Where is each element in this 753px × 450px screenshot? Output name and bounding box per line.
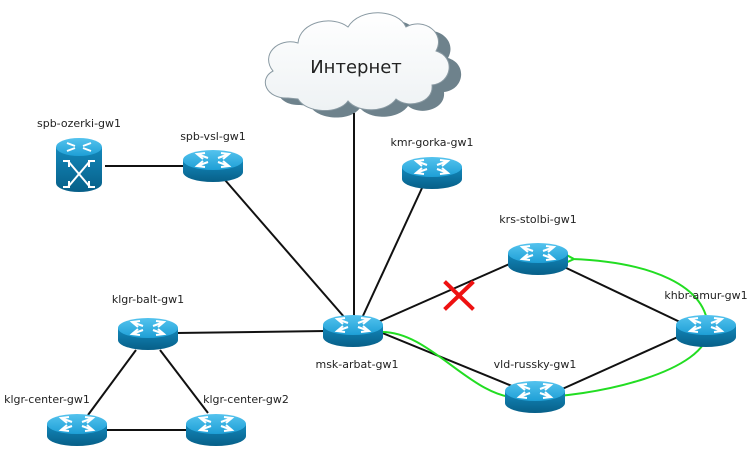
link-klgr-balt-klgr-center-gw2 xyxy=(159,349,209,414)
node-label: spb-ozerki-gw1 xyxy=(37,117,121,130)
node-label: khbr-amur-gw1 xyxy=(664,289,747,302)
node-vld-russky-gw1[interactable]: vld-russky-gw1 xyxy=(494,358,577,414)
router-icon xyxy=(675,314,737,348)
node-label: klgr-center-gw1 xyxy=(4,393,90,406)
links xyxy=(87,113,681,431)
node-label: klgr-balt-gw1 xyxy=(112,293,184,306)
router-icon xyxy=(504,380,566,414)
node-label: krs-stolbi-gw1 xyxy=(499,213,576,226)
router-icon xyxy=(322,314,384,348)
node-label: msk-arbat-gw1 xyxy=(315,358,398,371)
node-spb-ozerki-gw1[interactable]: spb-ozerki-gw1 xyxy=(37,117,121,192)
router-icon xyxy=(117,317,179,351)
node-label: spb-vsl-gw1 xyxy=(180,130,246,143)
link-msk-arbat-vld-russky xyxy=(379,331,513,387)
router-icon xyxy=(401,156,463,190)
node-msk-arbat-gw1[interactable]: msk-arbat-gw1 xyxy=(315,314,399,371)
node-label: klgr-center-gw2 xyxy=(203,393,289,406)
node-spb-vsl-gw1[interactable]: spb-vsl-gw1 xyxy=(180,130,246,183)
cloud-body xyxy=(264,12,450,112)
link-msk-arbat-krs-stolbi xyxy=(377,261,515,323)
broken-link-x-icon xyxy=(443,280,475,311)
node-klgr-center-gw1[interactable]: klgr-center-gw1 xyxy=(4,393,108,447)
link-klgr-balt-msk-arbat xyxy=(175,330,327,334)
internet-cloud: Интернет xyxy=(264,12,462,118)
router-icon xyxy=(507,242,569,276)
node-klgr-balt-gw1[interactable]: klgr-balt-gw1 xyxy=(112,293,184,351)
switch-icon xyxy=(56,147,102,192)
link-khbr-amur-vld-russky xyxy=(559,335,681,391)
reroute-path xyxy=(379,259,710,400)
internet-label: Интернет xyxy=(310,57,402,78)
link-klgr-balt-klgr-center-gw1 xyxy=(87,349,137,416)
node-label: kmr-gorka-gw1 xyxy=(391,136,474,149)
link-spb-vsl-msk-arbat xyxy=(224,179,346,319)
link-krs-stolbi-khbr-amur xyxy=(559,264,681,323)
link-kmr-gorka-msk-arbat xyxy=(361,187,423,319)
node-krs-stolbi-gw1[interactable]: krs-stolbi-gw1 xyxy=(499,213,577,276)
router-icon xyxy=(182,149,244,183)
node-klgr-center-gw2[interactable]: klgr-center-gw2 xyxy=(185,393,289,447)
node-label: vld-russky-gw1 xyxy=(494,358,577,371)
router-icon xyxy=(46,413,108,447)
router-icon xyxy=(185,413,247,447)
node-khbr-amur-gw1[interactable]: khbr-amur-gw1 xyxy=(664,289,748,348)
node-kmr-gorka-gw1[interactable]: kmr-gorka-gw1 xyxy=(391,136,474,190)
